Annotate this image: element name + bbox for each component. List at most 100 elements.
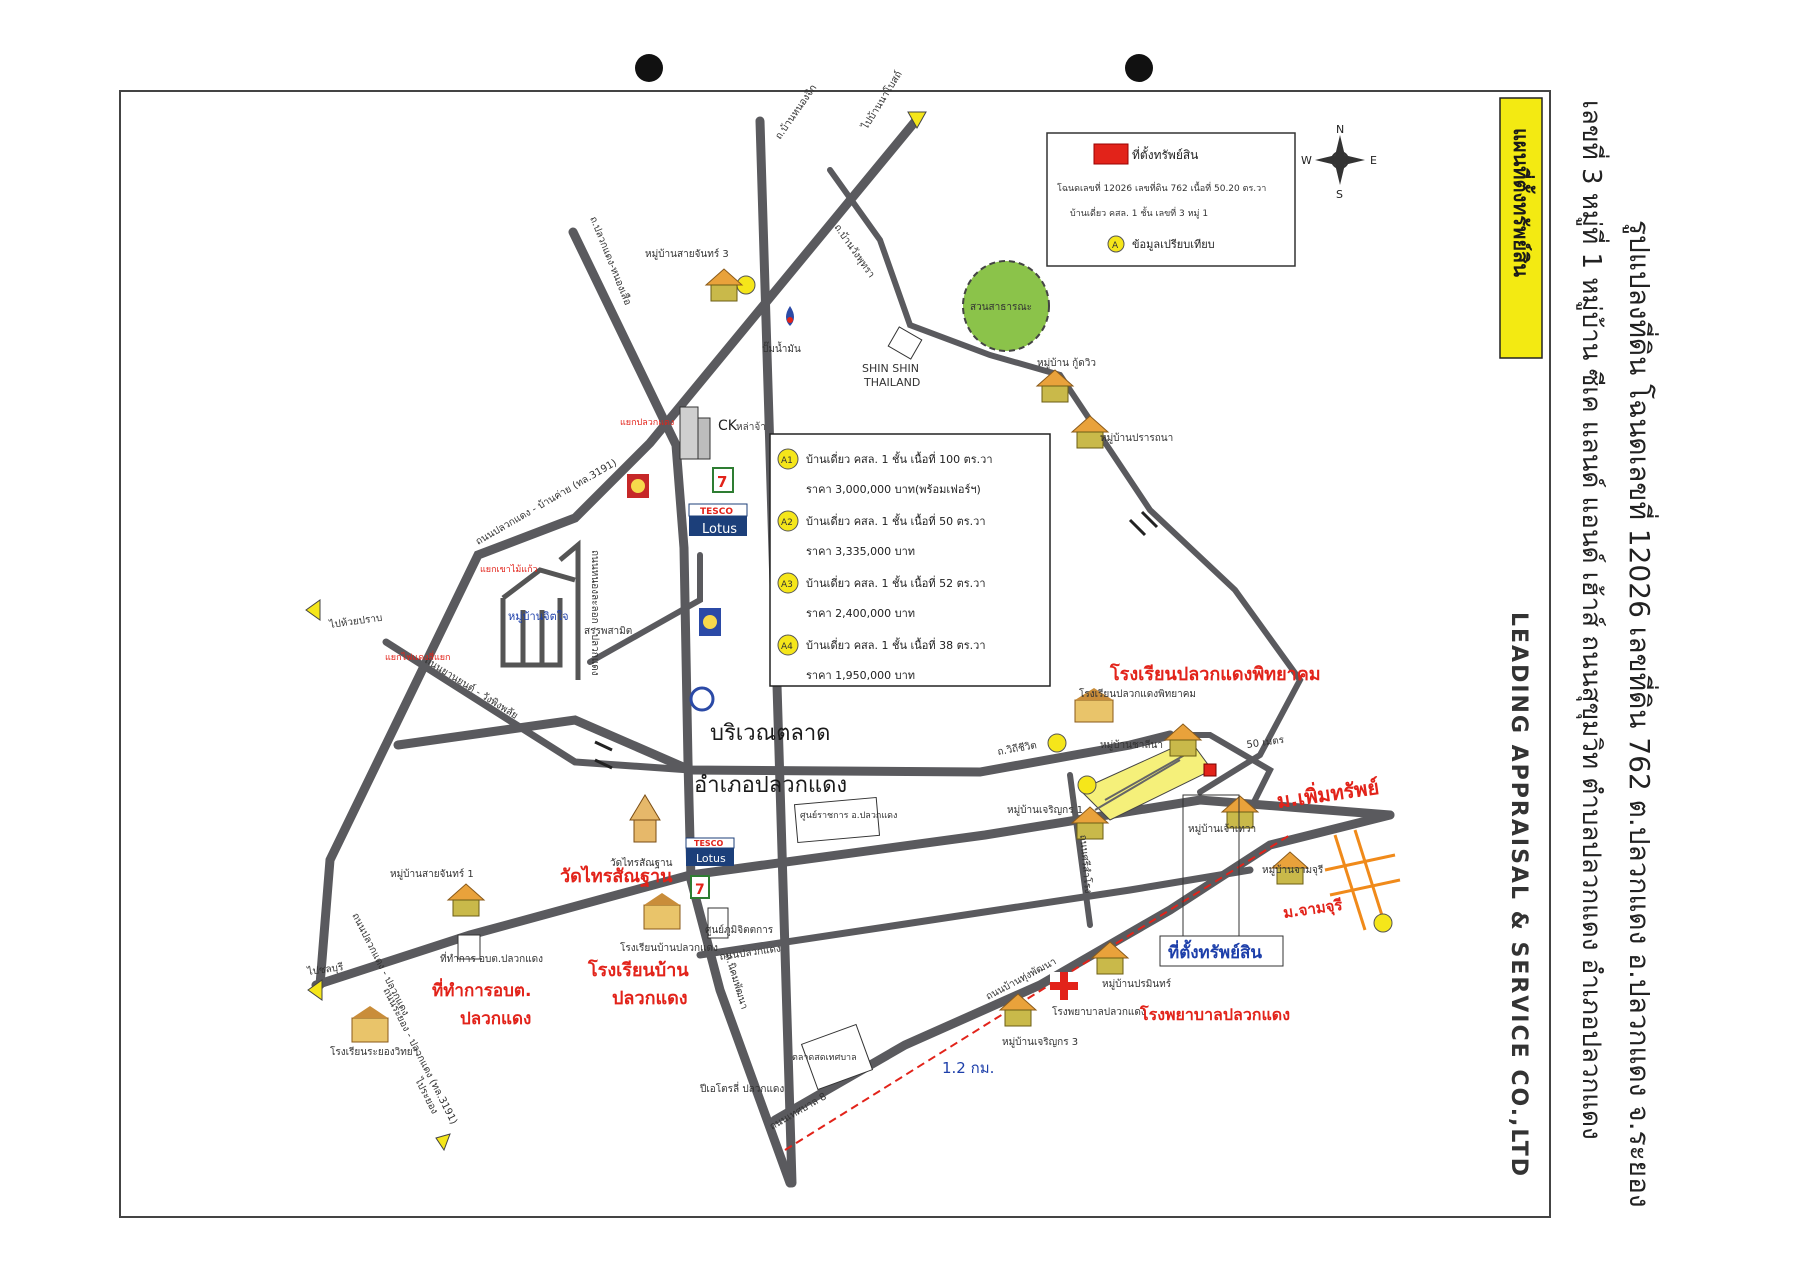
school-icon-rayong xyxy=(351,1006,389,1043)
handwritten-notes: โรงเรียนปลวกแดงพิทยาคม ม.เพิ่มทรัพย์ ม.จ… xyxy=(432,663,1381,1029)
house-icon xyxy=(1163,723,1203,757)
comparable-line2: ราคา 1,950,000 บาท xyxy=(806,669,915,682)
comparable-marker xyxy=(777,448,799,470)
compass-icon: N S E W xyxy=(1301,123,1377,201)
comparable-line1: บ้านเดี่ยว คสล. 1 ชั้น เนื้อที่ 100 ตร.ว… xyxy=(806,451,993,466)
svg-text:ที่ทำการอบต.: ที่ทำการอบต. xyxy=(432,978,531,1001)
house-icon xyxy=(1270,851,1310,885)
label-jamjuree: หมู่บ้านจามจุรี xyxy=(1262,864,1324,876)
comparables-list: A1 บ้านเดี่ยว คสล. 1 ชั้น เนื้อที่ 100 ตร… xyxy=(777,448,993,682)
label-wat: วัดไทรสัณฐาน xyxy=(610,857,673,869)
hospital-icon xyxy=(1050,972,1078,1000)
legend-comparable-marker xyxy=(1107,235,1125,253)
comparable-line1: บ้านเดี่ยว คสล. 1 ชั้น เนื้อที่ 50 ตร.วา xyxy=(806,513,986,528)
side-address-group: เลขที่ 3 หมู่ที่ 1 หมู่บ้าน ซีเค แลนด์ แ… xyxy=(1576,100,1610,1140)
label-school-rayong: โรงเรียนระยองวิทยา xyxy=(330,1045,418,1058)
government-seal-icon xyxy=(689,686,715,712)
junction-label-2: แยกไฟแดงสี่แยก xyxy=(385,650,450,663)
seven-eleven-logo-bottom: 7 xyxy=(690,875,710,899)
svg-text:โรงเรียนปลวกแดงพิทยาคม: โรงเรียนปลวกแดงพิทยาคม xyxy=(1109,663,1321,685)
pump-label: ปั๊มน้ำมัน xyxy=(762,341,801,355)
district-office-building xyxy=(457,934,481,960)
comparables-box xyxy=(769,433,1051,687)
distance-label: 1.2 กม. xyxy=(942,1059,994,1077)
market-building xyxy=(707,907,729,939)
ck-sub-label: หล่าจ้า xyxy=(736,421,766,433)
company-group: LEADING APPRAISAL & SERVICE CO.,LTD xyxy=(1506,612,1531,1178)
map-title: แผนที่ตั้งทรัพย์สิน xyxy=(1509,128,1536,277)
bank-logo-blue xyxy=(699,608,721,636)
comparable-line2: ราคา 3,000,000 บาท(พร้อมเฟอร์ฯ) xyxy=(806,483,981,496)
label-cmlands3: หมู่บ้านเจริญกร 3 xyxy=(1002,1036,1078,1048)
svg-text:TESCO: TESCO xyxy=(700,507,733,517)
comparable-marker xyxy=(777,634,799,656)
label-kutwio: หมู่บ้าน กู้ดวิว xyxy=(1037,357,1096,369)
comparable-id: A1 xyxy=(781,456,793,466)
svg-text:E: E xyxy=(1370,154,1377,167)
legend-deed-line: โฉนดเลขที่ 12026 เลขที่ดิน 762 เนื้อที่ … xyxy=(1057,181,1266,194)
house-icon xyxy=(1035,369,1075,403)
svg-text:โรงพยาบาลปลวกแดง: โรงพยาบาลปลวกแดง xyxy=(1139,1004,1290,1024)
market-area-line2: อำเภอปลวกแดง xyxy=(694,773,847,798)
village-grid-jitchai xyxy=(500,539,581,680)
house-icon xyxy=(998,993,1038,1027)
temple-icon xyxy=(629,794,661,843)
label-market: ศูนย์ภูมิจิตตการ xyxy=(705,924,774,936)
comparable-marker xyxy=(777,572,799,594)
property-marker xyxy=(1203,763,1217,777)
svg-text:50 เมตร: 50 เมตร xyxy=(1246,735,1286,751)
orange-roads xyxy=(1324,829,1401,931)
road-end-arrows xyxy=(305,111,927,1152)
svg-text:N: N xyxy=(1336,123,1344,136)
label-municipal-market: ตลาดสดเทศบาล xyxy=(792,1053,857,1063)
house-icon xyxy=(704,268,744,302)
comparable-line1: บ้านเดี่ยว คสล. 1 ชั้น เนื้อที่ 38 ตร.วา xyxy=(806,637,986,652)
label-school-pk: โรงเรียนปลวกแดงพิทยาคม xyxy=(1079,687,1196,700)
house-icon xyxy=(1220,795,1260,829)
comparable-line1: บ้านเดี่ยว คสล. 1 ชั้น เนื้อที่ 52 ตร.วา xyxy=(806,575,986,590)
label-hospital: โรงพยาบาลปลวกแดง xyxy=(1052,1005,1146,1018)
property-callout-box xyxy=(1159,935,1284,967)
svg-text:ถนนหนองละลอก - ปลวกแดง: ถนนหนองละลอก - ปลวกแดง xyxy=(589,550,600,676)
side-address: เลขที่ 3 หมู่ที่ 1 หมู่บ้าน ซีเค แลนด์ แ… xyxy=(1576,100,1610,1140)
label-gov-center: ศูนย์ราชการ อ.ปลวกแดง xyxy=(800,809,897,821)
label-cmlands1: หมู่บ้านเจริญกร 1 xyxy=(1007,804,1083,816)
ck-building-icon xyxy=(679,406,711,460)
junction-label-1: แยกปลวกแดง xyxy=(620,418,674,428)
bridge-icons xyxy=(594,510,1159,770)
svg-text:7: 7 xyxy=(717,473,727,491)
gov-center-building xyxy=(793,796,881,844)
svg-text:W: W xyxy=(1301,154,1312,167)
comparable-id: A3 xyxy=(781,580,793,590)
svg-text:ปลวกแดง: ปลวกแดง xyxy=(612,988,688,1009)
house-icon xyxy=(1070,415,1110,449)
svg-text:ปลวกแดง: ปลวกแดง xyxy=(460,1009,531,1029)
village-house-icons xyxy=(446,268,1310,1027)
seven-eleven-logo-top: 7 xyxy=(712,467,734,493)
svg-text:Lotus: Lotus xyxy=(696,852,726,865)
comparable-id: A2 xyxy=(781,518,793,528)
tesco-lotus-logo-bottom: TESCO Lotus xyxy=(685,837,735,866)
ck-label: CK xyxy=(718,418,738,434)
house-icon xyxy=(446,883,486,917)
legend-property-swatch xyxy=(1093,143,1129,165)
svg-text:โรงเรียนบ้าน: โรงเรียนบ้าน xyxy=(587,959,689,981)
label-plaiteva: หมู่บ้านเจ้าเทวา xyxy=(1188,823,1256,835)
school-icon-ban xyxy=(643,893,681,930)
market-area-line1: บริเวณตลาด xyxy=(710,721,830,746)
svg-text:7: 7 xyxy=(695,882,705,898)
comparable-id: A4 xyxy=(781,642,793,652)
svg-text:TESCO: TESCO xyxy=(694,839,724,848)
label-dept: ปีเอโตรลี่ ปลวกแดง xyxy=(699,1081,784,1095)
svg-text:S: S xyxy=(1336,188,1343,201)
shinshin-label: SHIN SHIN xyxy=(862,362,919,375)
house-icon xyxy=(1070,806,1110,840)
side-title: รูปแปลงที่ดิน โฉนดเลขที่ 12026 เลขที่ดิน… xyxy=(1622,220,1659,1208)
label-jitchai: หมู่บ้านจิตใจ xyxy=(508,610,569,623)
comparable-marker xyxy=(777,510,799,532)
map-comparable-markers xyxy=(736,275,1393,933)
shinshin-building-icon xyxy=(887,326,923,360)
comparable-line2: ราคา 3,335,000 บาท xyxy=(806,545,915,558)
